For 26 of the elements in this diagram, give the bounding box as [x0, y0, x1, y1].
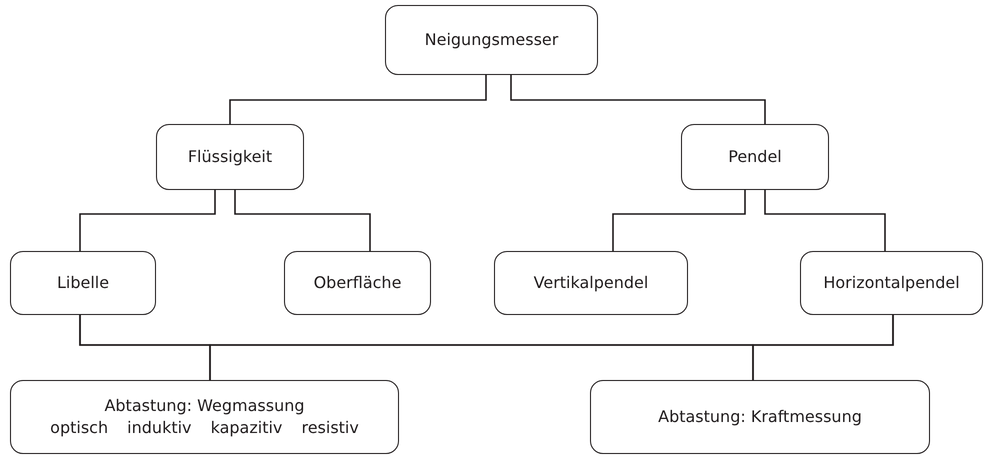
rounded-box [10, 251, 156, 315]
rounded-box [385, 5, 598, 75]
rounded-box [156, 124, 304, 190]
connector-line [229, 75, 487, 124]
box-label: Abtastung: Kraftmessung [658, 406, 862, 428]
rounded-box [800, 251, 983, 315]
connector-line [764, 190, 886, 251]
connector-line [79, 190, 216, 251]
box-sublabel: optisch induktiv kapazitiv resistiv [50, 417, 359, 439]
box-label: Abtastung: Wegmassung [104, 395, 305, 417]
connector-line [234, 190, 371, 251]
connector-line [612, 190, 746, 251]
box-label: Vertikalpendel [534, 272, 648, 294]
connector-line [510, 75, 766, 124]
box-label: Libelle [56, 272, 110, 294]
rounded-box [590, 380, 930, 454]
box-label: Neigungsmesser [424, 29, 558, 51]
rounded-box [284, 251, 431, 315]
rounded-box [681, 124, 829, 190]
rounded-box [494, 251, 688, 315]
box-label: Pendel [728, 146, 782, 168]
rounded-box [10, 380, 399, 454]
box-label: Horizontalpendel [823, 272, 960, 294]
box-label: Oberfläche [314, 272, 402, 294]
box-label: Flüssigkeit [188, 146, 272, 168]
connector-line [752, 315, 894, 380]
